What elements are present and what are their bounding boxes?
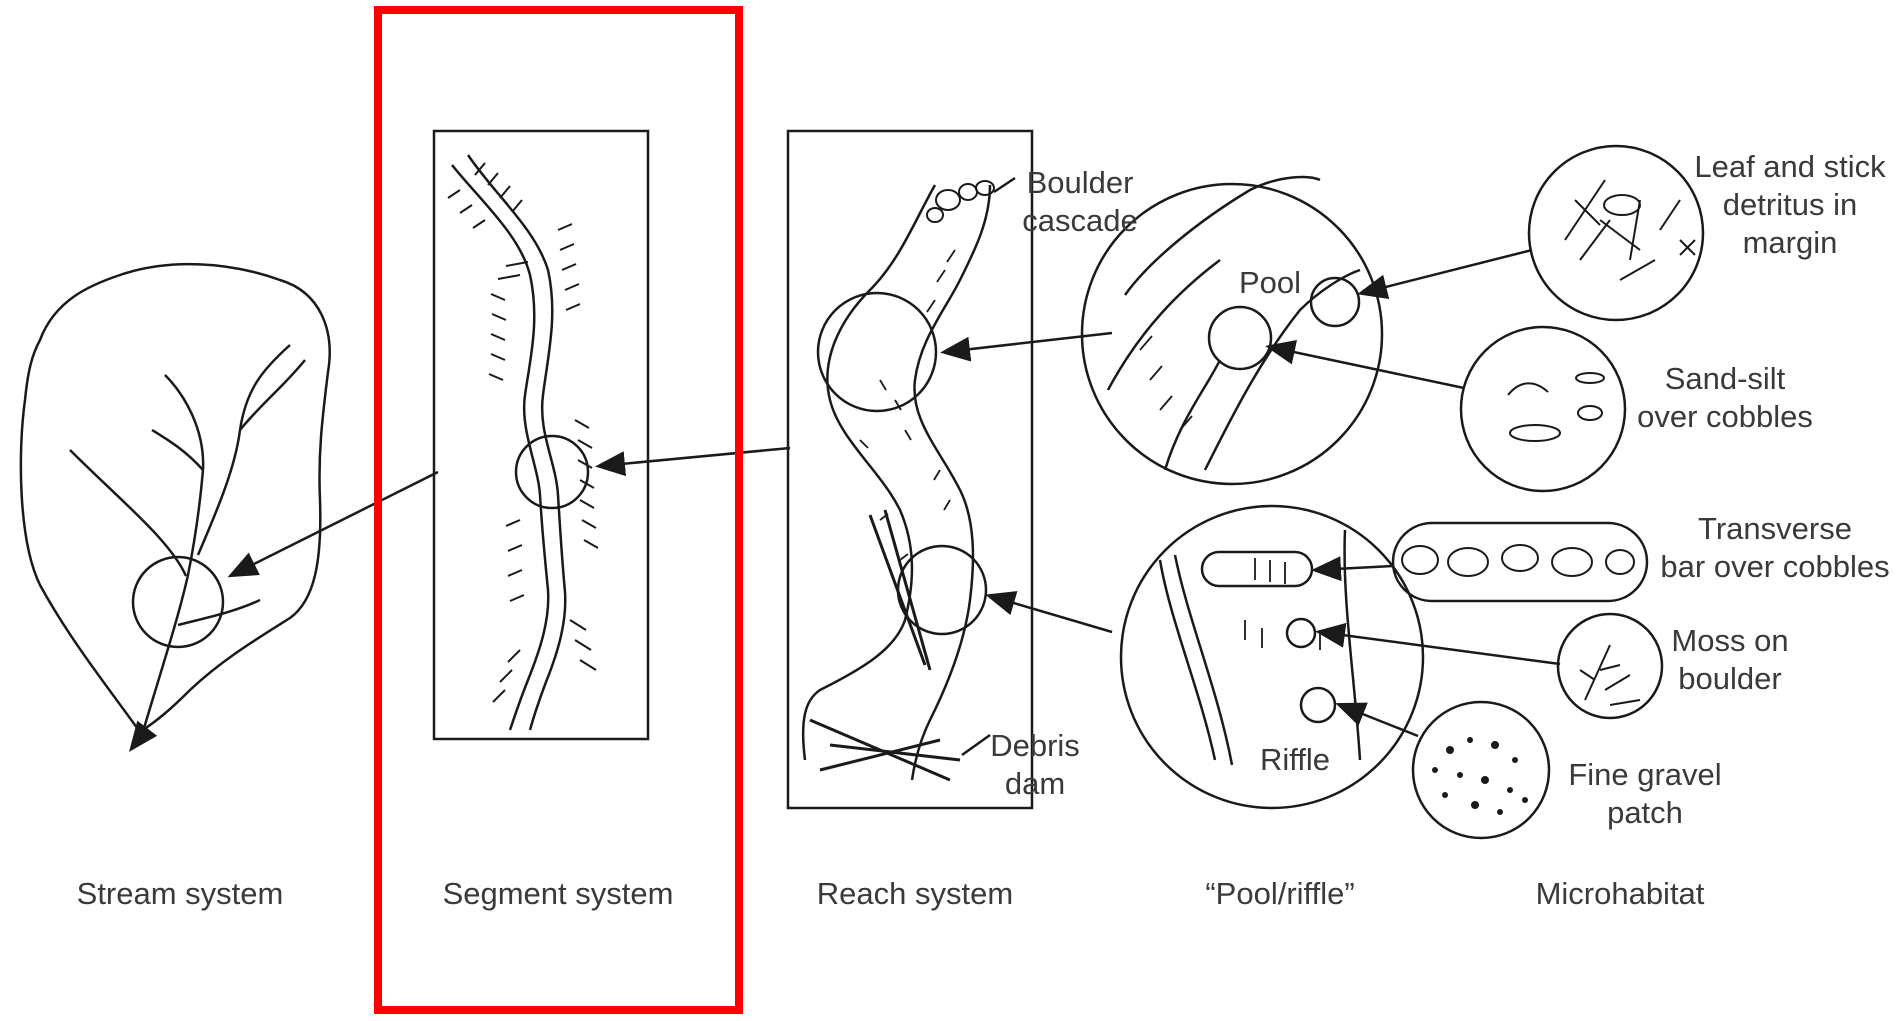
label-debris-line1: Debris [980, 727, 1090, 765]
label-sand-line1: Sand-silt [1620, 360, 1830, 398]
label-gravel-line1: Fine gravel [1545, 756, 1745, 794]
label-transverse-line2: bar over cobbles [1650, 548, 1900, 586]
label-dam-line2: dam [980, 765, 1090, 803]
label-moss-line1: Moss on [1660, 622, 1800, 660]
label-sand-line2: over cobbles [1620, 398, 1830, 436]
stream-focus-circle [133, 557, 223, 647]
reach-riffle-arrow [990, 596, 1112, 632]
label-boulder-line1: Boulder [1010, 164, 1150, 202]
label-pool: Pool [1220, 264, 1320, 302]
transverse-bar-shape [1393, 523, 1647, 601]
label-fine-gravel: Fine gravel patch [1545, 756, 1745, 832]
label-debris-dam: Debris dam [980, 727, 1090, 803]
caption-pool-riffle: “Pool/riffle” [1160, 875, 1400, 913]
caption-microhabitat: Microhabitat [1500, 875, 1740, 913]
label-leaf-line3: margin [1680, 224, 1900, 262]
gravel-dots [1432, 737, 1528, 815]
moss-circle [1558, 614, 1662, 718]
riffle-moss-arrow [1320, 632, 1560, 664]
caption-reach-system: Reach system [795, 875, 1035, 913]
label-sand-silt: Sand-silt over cobbles [1620, 360, 1830, 436]
label-moss-line2: boulder [1660, 660, 1800, 698]
reach-pool-circle [818, 293, 936, 411]
label-cascade-line2: cascade [1010, 202, 1150, 240]
label-riffle: Riffle [1245, 741, 1345, 779]
microhabitat-drawing [1393, 146, 1703, 838]
label-leaf-line1: Leaf and stick [1680, 148, 1900, 186]
watershed-outline [21, 264, 330, 732]
caption-stream-system: Stream system [60, 875, 300, 913]
riffle-bar-arrow [1316, 566, 1393, 570]
label-leaf-line2: detritus in [1680, 186, 1900, 224]
pool-sand-arrow [1270, 347, 1464, 388]
label-leaf-stick-detritus: Leaf and stick detritus in margin [1680, 148, 1900, 262]
boulders [927, 181, 994, 222]
pool-riffle-drawing [1082, 177, 1560, 808]
label-moss-on-boulder: Moss on boulder [1660, 622, 1800, 698]
reach-pool-arrow [945, 333, 1112, 352]
reach-channel-left [803, 185, 935, 760]
label-transverse-bar: Transverse bar over cobbles [1650, 510, 1900, 586]
label-boulder-cascade: Boulder cascade [1010, 164, 1150, 240]
debris-dam [810, 510, 960, 780]
label-gravel-line2: patch [1545, 794, 1745, 832]
reach-channel-right [912, 185, 990, 780]
riffle-gravel-arrow [1340, 705, 1418, 736]
pool-leaf-arrow [1362, 250, 1532, 293]
segment-highlight-box [374, 6, 743, 1014]
reach-texture [860, 250, 955, 560]
label-transverse-line1: Transverse [1650, 510, 1900, 548]
